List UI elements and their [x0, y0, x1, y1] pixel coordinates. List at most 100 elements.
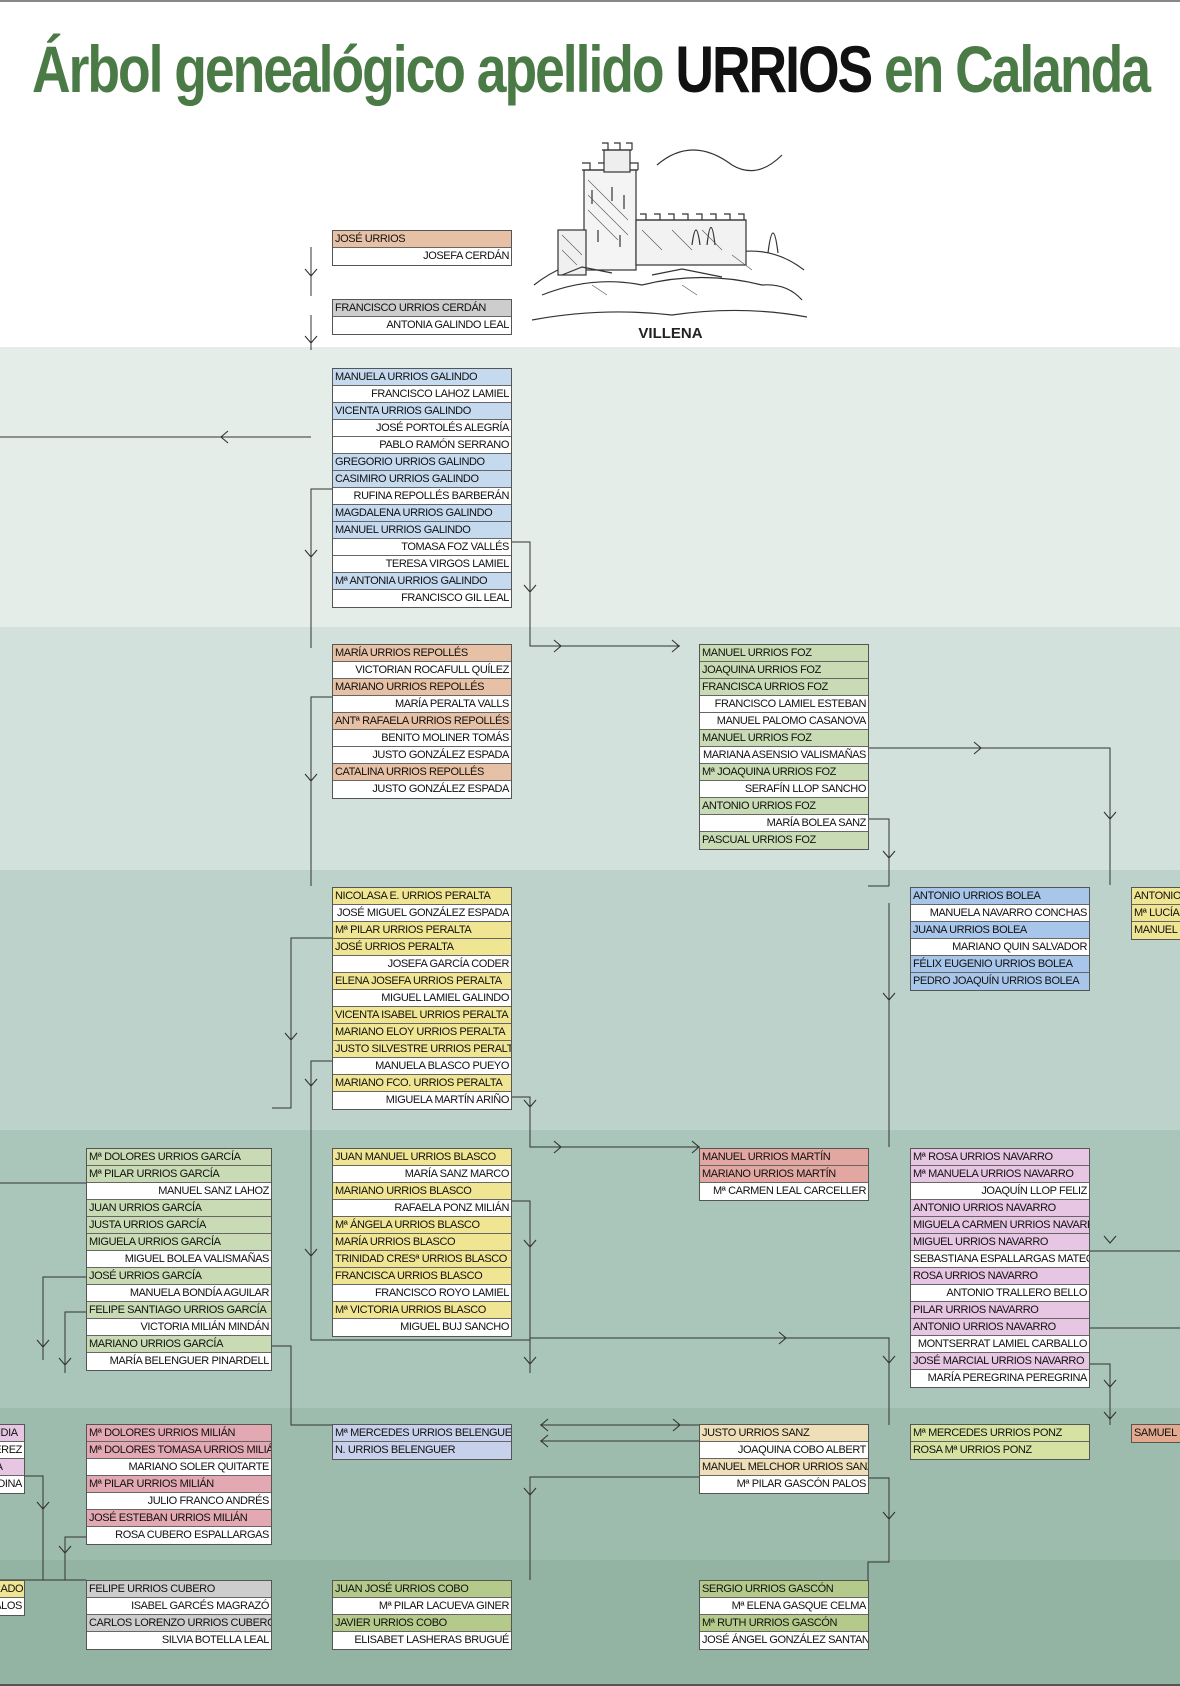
family-member-name: FRANCISCA URRIOS BLASCO [333, 1268, 511, 1285]
spouse-name: ANTONIA GALINDO LEAL [333, 317, 511, 334]
family-member-name: FELIPE SANTIAGO URRIOS GARCÍA [87, 1302, 271, 1319]
family-member-name: ANTONIO URRIOS BOLEA [911, 888, 1089, 905]
spouse-name: MARÍA PEREGRINA PEREGRINA [911, 1370, 1089, 1387]
family-member-name: CASIMIRO URRIOS GALINDO [333, 471, 511, 488]
spouse-name: JOAQUÍN LLOP FELIZ [911, 1183, 1089, 1200]
spouse-name: JOSÉ ÁNGEL GONZÁLEZ SANTANO [700, 1632, 868, 1649]
family-member-name: JUAN MANUEL URRIOS BLASCO [333, 1149, 511, 1166]
family-member-name: JOAQUINA URRIOS FOZ [700, 662, 868, 679]
family-member-name: MANUEL URRIOS FOZ [700, 645, 868, 662]
family-member-name: ROSA URRIOS NAVARRO [911, 1268, 1089, 1285]
family-member-name: JOSÉ URRIOS GARCÍA [87, 1268, 271, 1285]
family-box: SAMUEL URRIOS [1131, 1424, 1180, 1443]
family-member-name: N. URRIOS BELENGUER [333, 1442, 511, 1459]
family-member-name: MANUEL MELCHOR URRIOS SANZ [700, 1459, 868, 1476]
family-member-name: ANTONIO URRIOS [1132, 888, 1180, 905]
family-member-name: MANUEL URRIOS FOZ [700, 730, 868, 747]
spouse-name: MARÍA SANZ MARCO [333, 1166, 511, 1183]
spouse-name: JULIO FRANCO ANDRÉS [87, 1493, 271, 1510]
spouse-name: Mª ELENA GASQUE CELMA [700, 1598, 868, 1615]
family-member-name: IA [0, 1459, 24, 1476]
spouse-name: ISABEL GARCÉS MAGRAZÓ [87, 1598, 271, 1615]
spouse-name: JOSEFA GARCÍA CODER [333, 956, 511, 973]
family-member-name: NDIA [0, 1425, 24, 1442]
spouse-name: MIGUELA MARTÍN ARIÑO [333, 1092, 511, 1109]
spouse-name: VICTORIA MILIÁN MINDÁN [87, 1319, 271, 1336]
spouse-name: ELISABET LASHERAS BRUGUÉ [333, 1632, 511, 1649]
spouse-name: FRANCISCO GIL LEAL [333, 590, 511, 607]
family-member-name: PEDRO JOAQUÍN URRIOS BOLEA [911, 973, 1089, 990]
family-member-name: VICENTA ISABEL URRIOS PERALTA [333, 1007, 511, 1024]
family-member-name: MANUEL URRIOS GALINDO [333, 522, 511, 539]
spouse-name: JOSÉ MIGUEL GONZÁLEZ ESPADA [333, 905, 511, 922]
spouse-name: MARIANO QUIN SALVADOR [911, 939, 1089, 956]
spouse-name: EREZ [0, 1442, 24, 1459]
family-member-name: Mª MANUELA URRIOS NAVARRO [911, 1166, 1089, 1183]
family-member-name: ROSA Mª URRIOS PONZ [911, 1442, 1089, 1459]
family-member-name: MANUEL URRIOS [1132, 922, 1180, 939]
family-member-name: PASCUAL URRIOS FOZ [700, 832, 868, 849]
spouse-name: MARÍA BOLEA SANZ [700, 815, 868, 832]
family-member-name: JUANA URRIOS BOLEA [911, 922, 1089, 939]
title-part-1: Árbol genealógico apellido [32, 32, 676, 106]
family-member-name: Mª JOAQUINA URRIOS FOZ [700, 764, 868, 781]
spouse-name: ANTONIO TRALLERO BELLO [911, 1285, 1089, 1302]
spouse-name: MANUELA BLASCO PUEYO [333, 1058, 511, 1075]
spouse-name: JOSEFA CERDÁN [333, 248, 511, 265]
family-member-name: MAGDALENA URRIOS GALINDO [333, 505, 511, 522]
family-member-name: Mª DOLORES TOMASA URRIOS MILIÁN [87, 1442, 271, 1459]
family-box: ANTONIO URRIOSMª LUCÍA URRIOSMANUEL URRI… [1131, 887, 1180, 940]
spouse-name: RUFINA REPOLLÉS BARBERÁN [333, 488, 511, 505]
spouse-name: SILVIA BOTELLA LEAL [87, 1632, 271, 1649]
family-member-name: SAMUEL URRIOS [1132, 1425, 1180, 1442]
family-member-name: TRINIDAD CRESª URRIOS BLASCO [333, 1251, 511, 1268]
spouse-name: FRANCISCO LAMIEL ESTEBAN [700, 696, 868, 713]
spouse-name: JUSTO GONZÁLEZ ESPADA [333, 781, 511, 798]
family-member-name: JUSTO SILVESTRE URRIOS PERALTA [333, 1041, 511, 1058]
family-member-name: ANTONIO URRIOS FOZ [700, 798, 868, 815]
family-member-name: Mª ÁNGELA URRIOS BLASCO [333, 1217, 511, 1234]
spouse-name: MARIANO SOLER QUITARTE [87, 1459, 271, 1476]
family-member-name: VICENTA URRIOS GALINDO [333, 403, 511, 420]
family-member-name: MARIANO URRIOS GARCÍA [87, 1336, 271, 1353]
family-member-name: JOSÉ URRIOS PERALTA [333, 939, 511, 956]
family-member-name: Mª MERCEDES URRIOS PONZ [911, 1425, 1089, 1442]
family-member-name: MARÍA URRIOS BLASCO [333, 1234, 511, 1251]
family-member-name: MANUELA URRIOS GALINDO [333, 369, 511, 386]
spouse-name: MARÍA PERALTA VALLS [333, 696, 511, 713]
spouse-name: PABLO RAMÓN SERRANO [333, 437, 511, 454]
bottom-rule [0, 1684, 1180, 1686]
top-rule [0, 0, 1180, 2]
family-member-name: MIGUELA CARMEN URRIOS NAVARRO [911, 1217, 1089, 1234]
spouse-name: SERAFÍN LLOP SANCHO [700, 781, 868, 798]
family-box: RADOALOS [0, 1580, 25, 1616]
family-member-name: ANTª RAFAELA URRIOS REPOLLÉS [333, 713, 511, 730]
family-member-name: MARIANO ELOY URRIOS PERALTA [333, 1024, 511, 1041]
spouse-name: JOAQUINA COBO ALBERT [700, 1442, 868, 1459]
spouse-name: Mª CARMEN LEAL CARCELLER [700, 1183, 868, 1200]
spouse-name: VICTORIAN ROCAFULL QUÍLEZ [333, 662, 511, 679]
family-member-name: JOSÉ ESTEBAN URRIOS MILIÁN [87, 1510, 271, 1527]
family-member-name: JUSTA URRIOS GARCÍA [87, 1217, 271, 1234]
band-gen-2 [0, 347, 1180, 627]
family-member-name: MIGUEL URRIOS NAVARRO [911, 1234, 1089, 1251]
family-member-name: MARIANO URRIOS MARTÍN [700, 1166, 868, 1183]
page-title: Árbol genealógico apellido URRIOS en Cal… [32, 32, 1151, 108]
family-member-name: Mª PILAR URRIOS MILIÁN [87, 1476, 271, 1493]
family-member-name: FRANCISCA URRIOS FOZ [700, 679, 868, 696]
spouse-name: MIGUEL BUJ SANCHO [333, 1319, 511, 1336]
family-member-name: Mª RUTH URRIOS GASCÓN [700, 1615, 868, 1632]
spouse-name: SEBASTIANA ESPALLARGAS MATEO [911, 1251, 1089, 1268]
family-member-name: CATALINA URRIOS REPOLLÉS [333, 764, 511, 781]
family-member-name: Mª LUCÍA URRIOS [1132, 905, 1180, 922]
